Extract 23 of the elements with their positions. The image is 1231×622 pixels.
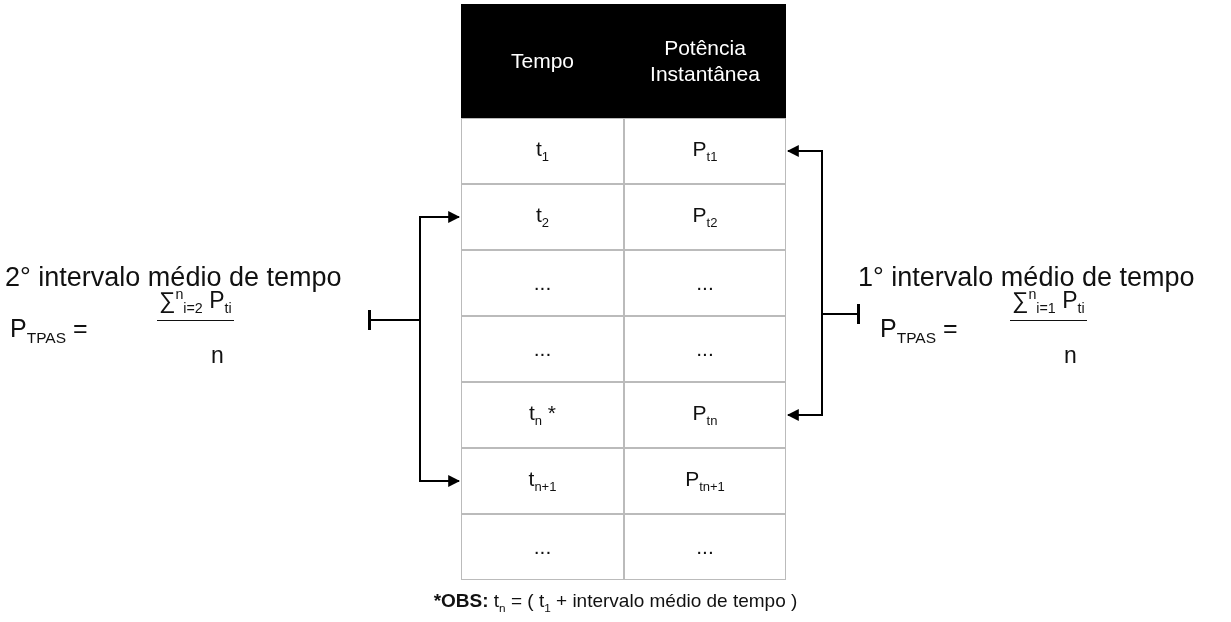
formula-denominator: n [211,342,224,369]
table-cell: ... [624,514,786,580]
note-text: *OBS: t$_{n}$ = ( t$_{1}$ + intervalo médio de tempo ) [433,590,798,611]
table-cell: P$_{t1}$ [624,118,786,184]
header-cell: Potência Instantânea [624,4,786,118]
formula-text: P$_{TPAS}$ = [10,314,88,347]
table-cell: ... [461,316,624,382]
table-cell: P$_{t2}$ [624,184,786,250]
table-cell: t$_{1}$ [461,118,624,184]
formula-numerator: ∑$^{n}$$_{i=1}$ P$_{ti}$ [1010,286,1087,322]
table-cell: P$_{tn+1}$ [624,448,786,514]
formula-numerator: ∑$^{n}$$_{i=2}$ P$_{ti}$ [157,286,234,322]
table-cell: ... [461,514,624,580]
formula-denominator: n [1064,342,1077,369]
table-cell: ... [624,316,786,382]
table-cell: ... [461,250,624,316]
table-cell: P$_{tn}$ [624,382,786,448]
table-cell: t$_{2}$ [461,184,624,250]
table-cell: t$_{n}$ * [461,382,624,448]
table-cell: ... [624,250,786,316]
formula-text: P$_{TPAS}$ = [880,314,958,347]
header-cell: Tempo [461,4,624,118]
table-cell: t$_{n+1}$ [461,448,624,514]
